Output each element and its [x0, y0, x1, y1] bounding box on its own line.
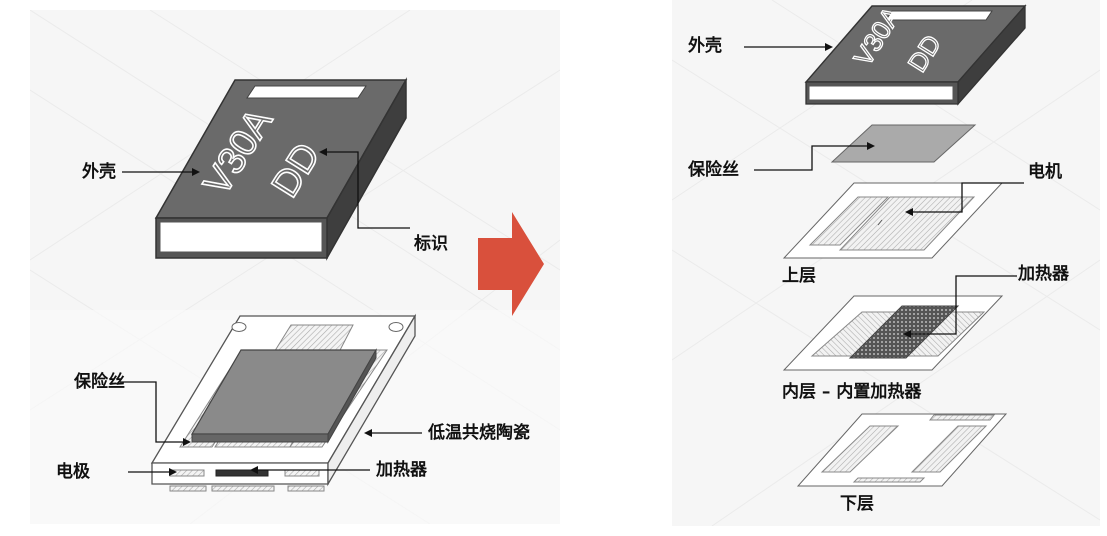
label-electrode: 电极 — [56, 462, 90, 482]
label-motor: 电机 — [1028, 162, 1062, 182]
label-lower-layer: 下层 — [840, 494, 874, 514]
right-arrow-icon — [478, 212, 544, 316]
chip-shell-assembled: V30A DD — [120, 77, 422, 492]
label-fuse: 保险丝 — [74, 372, 125, 392]
label-inner-layer: 内层 – 内置加热器 — [782, 382, 922, 402]
label-shell: 外壳 — [82, 162, 116, 182]
label-shell: 外壳 — [688, 36, 722, 56]
label-marking: 标识 — [414, 234, 448, 254]
fuse-layer — [830, 124, 977, 163]
label-ceramic: 低温共烧陶瓷 — [428, 423, 530, 443]
right-exploded-diagram: V30A DD 外壳 保险丝 电机 上层 加热器 内层 – 内置加热器 下层 — [672, 0, 1100, 526]
label-heater: 加热器 — [376, 460, 427, 480]
lower-layer-board — [796, 413, 1008, 487]
shell-top-slot — [246, 85, 367, 99]
label-fuse: 保险丝 — [688, 160, 739, 180]
heater-strip — [215, 469, 269, 477]
left-assembled-diagram: V30A DD — [30, 10, 560, 524]
label-heater: 加热器 — [1018, 264, 1069, 284]
shell-front-window — [159, 221, 323, 253]
exploded-layers: V30A DD — [744, 0, 1027, 487]
label-upper-layer: 上层 — [782, 266, 816, 286]
inner-heater-mesh — [848, 305, 960, 359]
